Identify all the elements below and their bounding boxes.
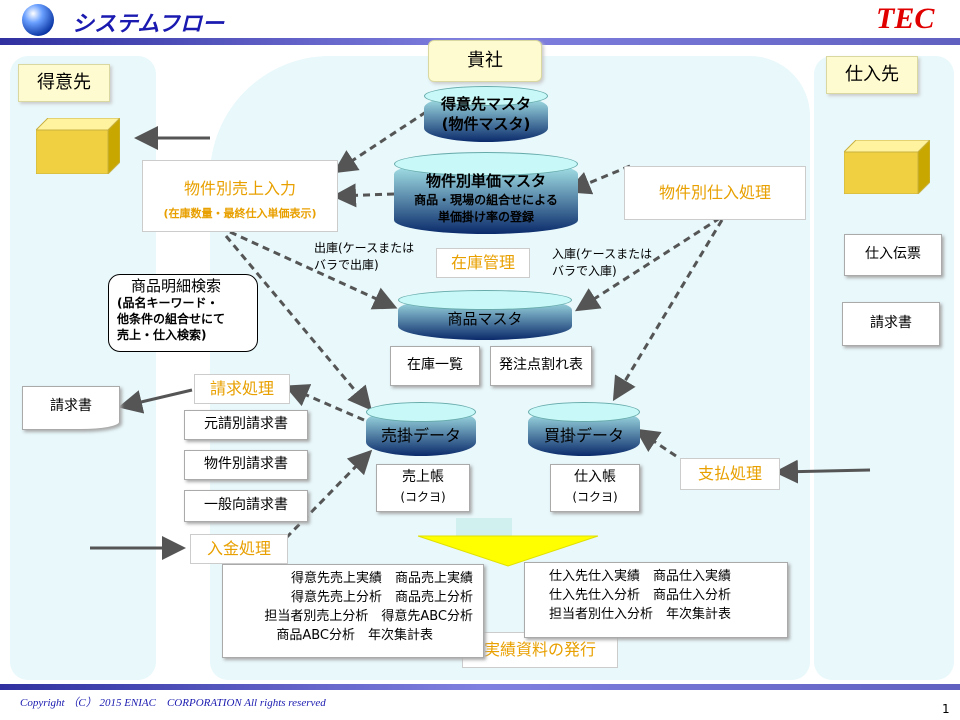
inventory-list-doc: 在庫一覧	[390, 346, 480, 386]
sales-report-item: 担当者別売上分析 得意先ABC分析	[264, 609, 473, 624]
customer-master-sub: (物件マスタ)	[441, 115, 531, 133]
receiving-note: 入庫(ケースまたは バラで入庫)	[552, 246, 652, 280]
price-master-desc1: 商品・現場の組合せによる	[414, 193, 558, 207]
sales-report-item: 商品ABC分析 年次集計表	[276, 628, 433, 643]
billing-box: 請求処理	[194, 374, 290, 404]
customer-master-db: 得意先マスタ (物件マスタ)	[424, 86, 548, 142]
shipping-note-l2: バラで出庫)	[314, 258, 379, 272]
receiving-note-l1: 入庫(ケースまたは	[552, 247, 653, 261]
product-master-title: 商品マスタ	[447, 310, 523, 328]
payment-box: 支払処理	[680, 458, 780, 490]
sales-ledger-sub: (コクヨ)	[400, 490, 446, 504]
sales-report-list: 得意先売上実績 商品売上実績 得意先売上分析 商品売上分析 担当者別売上分析 得…	[222, 564, 484, 658]
shipping-note: 出庫(ケースまたは バラで出庫)	[314, 240, 414, 274]
receiving-note-l2: バラで入庫)	[552, 264, 617, 278]
order-point-doc: 発注点割れ表	[490, 346, 592, 386]
page-number: 1	[942, 702, 950, 716]
supplier-box-icon	[844, 140, 930, 194]
orig-invoice-doc: 元請別請求書	[184, 410, 308, 440]
supplier-label: 仕入先	[826, 56, 918, 94]
shipping-note-l1: 出庫(ケースまたは	[314, 241, 415, 255]
sales-data-title: 売掛データ	[380, 426, 461, 445]
price-master-desc2: 単価掛け率の登録	[437, 210, 534, 224]
purchase-report-item: 仕入先仕入実績 商品仕入実績	[549, 569, 732, 584]
footer-rule	[0, 684, 960, 690]
sales-input-title: 物件別売上入力	[183, 179, 296, 198]
customer-invoice-doc: 請求書	[22, 386, 120, 430]
purchase-process-box: 物件別仕入処理	[624, 166, 806, 220]
customer-label: 得意先	[18, 64, 110, 102]
sales-ledger-title: 売上帳	[402, 469, 444, 485]
customer-master-title: 得意先マスタ	[440, 95, 531, 113]
purchase-slip-doc: 仕入伝票	[844, 234, 942, 276]
search-title: 商品明細検索	[131, 277, 222, 295]
purchase-report-item: 仕入先仕入分析 商品仕入分析	[549, 588, 732, 603]
search-l4: 売上・仕入検索)	[117, 328, 207, 342]
supplier-invoice-doc: 請求書	[842, 302, 940, 346]
sales-data-db: 売掛データ	[366, 402, 476, 456]
purchase-report-list: 仕入先仕入実績 商品仕入実績 仕入先仕入分析 商品仕入分析 担当者別仕入分析 年…	[524, 562, 788, 638]
sales-report-item: 得意先売上分析 商品売上分析	[290, 590, 473, 605]
deposit-box: 入金処理	[190, 534, 288, 564]
company-logo: TEC	[876, 2, 935, 35]
property-invoice-doc: 物件別請求書	[184, 450, 308, 480]
purchase-report-item: 担当者別仕入分析 年次集計表	[549, 607, 732, 622]
purchase-ledger-sub: (コクヨ)	[572, 490, 618, 504]
page-title: システムフロー	[72, 12, 225, 37]
sales-input-sub: (在庫数量・最終仕入単価表示)	[163, 207, 317, 220]
search-l2: (品名キーワード・	[117, 296, 219, 310]
copyright-text: Copyright （C） 2015 ENIAC CORPORATION All…	[20, 697, 326, 709]
product-search-note: 商品明細検索 (品名キーワード・ 他条件の組合せにて 売上・仕入検索)	[108, 274, 258, 352]
sales-input-box: 物件別売上入力 (在庫数量・最終仕入単価表示)	[142, 160, 338, 232]
sales-ledger-doc: 売上帳 (コクヨ)	[376, 464, 470, 512]
search-l3: 他条件の組合せにて	[117, 312, 226, 326]
price-master-db: 物件別単価マスタ 商品・現場の組合せによる 単価掛け率の登録	[394, 152, 578, 234]
company-label: 貴社	[428, 40, 542, 82]
purchase-ledger-title: 仕入帳	[574, 469, 616, 485]
general-invoice-doc: 一般向請求書	[184, 490, 308, 522]
customer-box-icon	[36, 118, 120, 174]
purchase-ledger-doc: 仕入帳 (コクヨ)	[550, 464, 640, 512]
globe-icon	[22, 4, 54, 36]
price-master-title: 物件別単価マスタ	[425, 172, 546, 190]
purchase-data-title: 買掛データ	[543, 426, 624, 445]
product-master-db: 商品マスタ	[398, 290, 572, 340]
sales-report-item: 得意先売上実績 商品売上実績	[290, 571, 473, 586]
inventory-box: 在庫管理	[436, 248, 530, 278]
purchase-data-db: 買掛データ	[528, 402, 640, 456]
